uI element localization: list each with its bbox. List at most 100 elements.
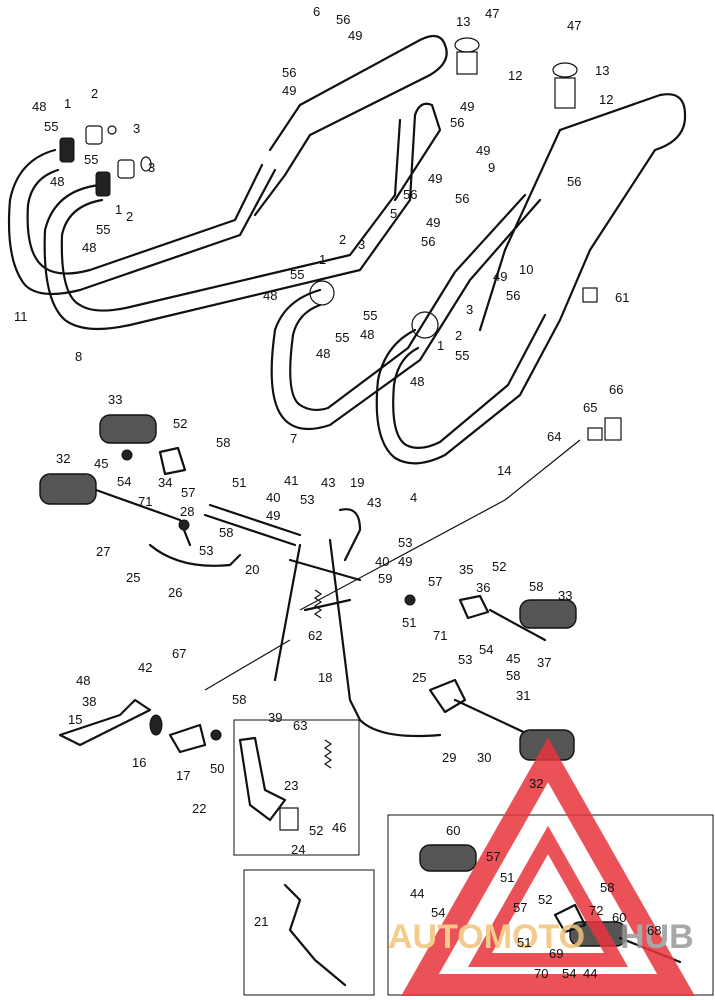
callout-8: 8 [75, 349, 82, 364]
callout-49: 49 [460, 99, 474, 114]
callout-41: 41 [284, 473, 298, 488]
callout-58: 58 [216, 435, 230, 450]
left-footrest-assembly [39, 414, 302, 567]
callout-49: 49 [348, 28, 362, 43]
callout-19: 19 [350, 475, 364, 490]
callout-47: 47 [485, 6, 499, 21]
callout-22: 22 [192, 801, 206, 816]
callout-15: 15 [68, 712, 82, 727]
callout-48: 48 [82, 240, 96, 255]
callout-56: 56 [506, 288, 520, 303]
group-box-21 [243, 869, 375, 996]
callout-39: 39 [268, 710, 282, 725]
callout-10: 10 [519, 262, 533, 277]
callout-52: 52 [492, 559, 506, 574]
rod-20 [203, 503, 302, 547]
callout-3: 3 [466, 302, 473, 317]
callout-6: 6 [313, 4, 320, 19]
nut-28 [178, 519, 190, 531]
callout-62: 62 [308, 628, 322, 643]
callout-12: 12 [508, 68, 522, 83]
callout-56: 56 [403, 187, 417, 202]
callout-61: 61 [615, 290, 629, 305]
gasket-3-lower [140, 156, 152, 172]
callout-45: 45 [506, 651, 520, 666]
callout-30: 30 [477, 750, 491, 765]
main-stand-assembly [204, 417, 622, 738]
callout-29: 29 [442, 750, 456, 765]
callout-71: 71 [433, 628, 447, 643]
callout-2: 2 [126, 209, 133, 224]
callout-56: 56 [450, 115, 464, 130]
callout-48: 48 [50, 174, 64, 189]
exhaust-pipe-7-inner [289, 193, 527, 412]
pivot-24 [279, 807, 299, 831]
callout-27: 27 [96, 544, 110, 559]
callout-33: 33 [558, 588, 572, 603]
callout-57: 57 [486, 849, 500, 864]
callout-55: 55 [290, 267, 304, 282]
callout-48: 48 [76, 673, 90, 688]
callout-44: 44 [583, 966, 597, 981]
main-stand-18 [273, 538, 442, 738]
right-footrest-assembly [404, 594, 577, 761]
callout-58: 58 [232, 692, 246, 707]
brake-pedal-15 [58, 698, 152, 747]
callout-34: 34 [158, 475, 172, 490]
callout-25: 25 [126, 570, 140, 585]
callout-63: 63 [293, 718, 307, 733]
callout-53: 53 [300, 492, 314, 507]
side-stand-bracket-22 [238, 736, 287, 822]
spring-64 [504, 439, 581, 501]
callout-2: 2 [91, 86, 98, 101]
callout-60: 60 [612, 910, 626, 925]
side-stand-21 [283, 883, 347, 987]
callout-21: 21 [254, 914, 268, 929]
cap-65 [587, 427, 603, 441]
callout-50: 50 [210, 761, 224, 776]
muffler-right [558, 93, 687, 252]
bolt-51-right [404, 594, 416, 606]
footpeg-bar-30 [453, 698, 532, 737]
callout-55: 55 [335, 330, 349, 345]
callout-56: 56 [336, 12, 350, 27]
cable-14 [299, 499, 506, 611]
callout-32: 32 [529, 776, 543, 791]
callout-51: 51 [402, 615, 416, 630]
callout-54: 54 [479, 642, 493, 657]
brake-pedal-assembly [58, 698, 222, 754]
callout-54: 54 [431, 905, 445, 920]
callout-1: 1 [64, 96, 71, 111]
collar-1-upper [59, 137, 75, 163]
watermark-brand-left: AUTOMOTO [388, 918, 585, 956]
callout-58: 58 [600, 880, 614, 895]
bracket-34 [158, 446, 187, 476]
nut-13-right [552, 62, 578, 78]
callout-66: 66 [609, 382, 623, 397]
callout-65: 65 [583, 400, 597, 415]
callout-11: 11 [14, 309, 28, 324]
callout-26: 26 [168, 585, 182, 600]
callout-2: 2 [455, 328, 462, 343]
callout-56: 56 [282, 65, 296, 80]
bracket-29 [428, 678, 467, 714]
callout-72: 72 [589, 903, 603, 918]
callout-53: 53 [458, 652, 472, 667]
callout-32: 32 [56, 451, 70, 466]
watermark-triangle-inner [467, 825, 629, 967]
stand-spring-62 [313, 589, 323, 619]
group-box-22 [233, 719, 360, 856]
callout-53: 53 [199, 543, 213, 558]
exhaust-pipe-8-inner [60, 118, 402, 312]
callout-54: 54 [117, 474, 131, 489]
flange-4 [411, 311, 439, 339]
callout-47: 47 [567, 18, 581, 33]
callout-51: 51 [517, 935, 531, 950]
footpeg-bar-27 [94, 488, 192, 547]
footrest-rubber-33-left [99, 414, 157, 444]
callout-53: 53 [398, 535, 412, 550]
spring-63 [323, 739, 333, 769]
callout-33: 33 [108, 392, 122, 407]
callout-70: 70 [534, 966, 548, 981]
